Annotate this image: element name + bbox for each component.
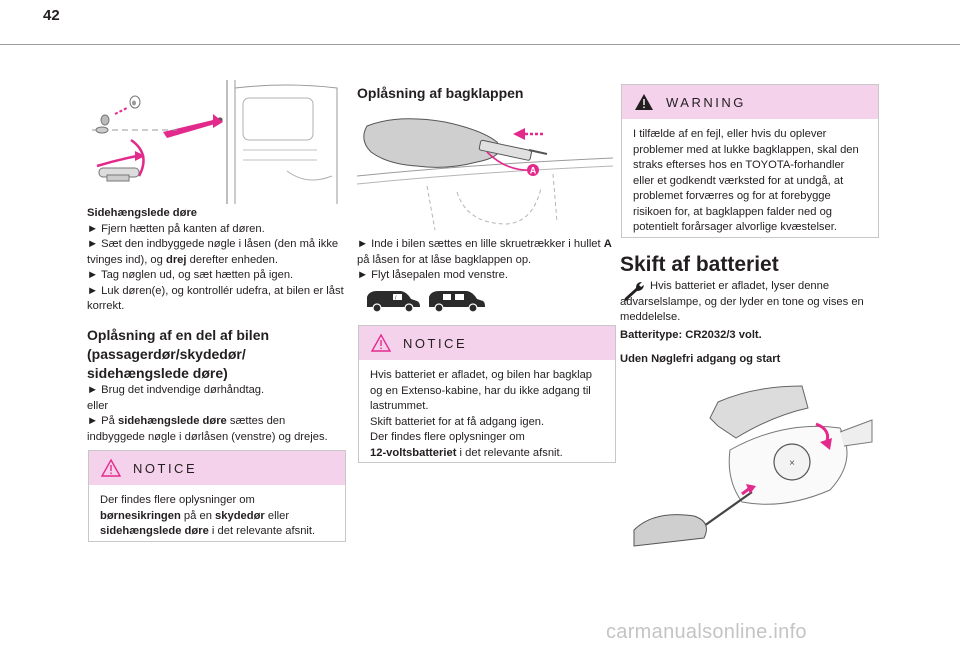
tailgate-lock-illustration: A [356,118,614,231]
side-doors-heading: Sidehængslede døre [87,207,198,219]
header-rule [0,44,960,45]
battery-type: Batteritype: CR2032/3 volt. [620,329,762,341]
notice-text: Hvis batteriet er afladet, og bilen har … [370,369,593,459]
callout-a: A [530,166,537,176]
tailgate-unlock-heading: Oplåsning af bagklappen [357,85,524,101]
warning-text: I tilfælde af en fejl, eller hvis du opl… [633,128,859,233]
side-door-step-2: ► Sæt den indbyggede nøgle i låsen (den … [87,238,339,266]
battery-intro: Hvis batteriet er afladet, lyser denne a… [620,280,864,323]
van-icon: / [367,291,485,313]
partial-unlock-or: eller [87,399,109,412]
watermark: carmanualsonline.info [606,621,807,643]
page-number: 42 [43,7,60,24]
warning-triangle-icon [100,458,122,477]
battery-change-title: Skift af batteriet [620,253,779,276]
notice-label: NOTICE [403,335,468,351]
warning-triangle-icon [635,94,653,110]
tailgate-step-1: ► Inde i bilen sættes en lille skruetræk… [357,238,612,266]
side-door-lock-illustration [92,80,338,204]
notice-box-child-lock: NOTICE Der findes flere oplysninger om b… [88,450,346,542]
side-door-step-4: ► Luk døren(e), og kontrollér udefra, at… [87,284,344,313]
warning-box-tailgate: WARNING I tilfælde af en fejl, eller hvi… [621,84,879,238]
svg-text:×: × [789,458,795,469]
partial-unlock-heading: Oplåsning af en del af bilen (passagerdø… [87,327,270,381]
partial-unlock-step-2: ► På sidehængslede døre sættes den indby… [87,415,328,443]
wrench-icon [624,282,644,301]
key-battery-illustration: × [633,385,873,547]
notice-box-battery: NOTICE Hvis batteriet er afladet, og bil… [358,325,616,463]
warning-label: WARNING [666,94,746,110]
side-door-step-1: ► Fjern hætten på kanten af døren. [87,222,265,235]
side-door-step-3: ► Tag nøglen ud, og sæt hætten på igen. [87,269,294,281]
tailgate-step-2: ► Flyt låsepalen mod venstre. [357,269,508,281]
notice-text: Der findes flere oplysninger om børnesik… [100,494,316,537]
svg-text:/: / [395,296,397,302]
notice-label: NOTICE [133,460,198,476]
warning-triangle-icon [370,333,392,352]
partial-unlock-step-1: ► Brug det indvendige dørhåndtag. [87,384,265,396]
keyless-subheading: Uden Nøglefri adgang og start [620,353,781,365]
